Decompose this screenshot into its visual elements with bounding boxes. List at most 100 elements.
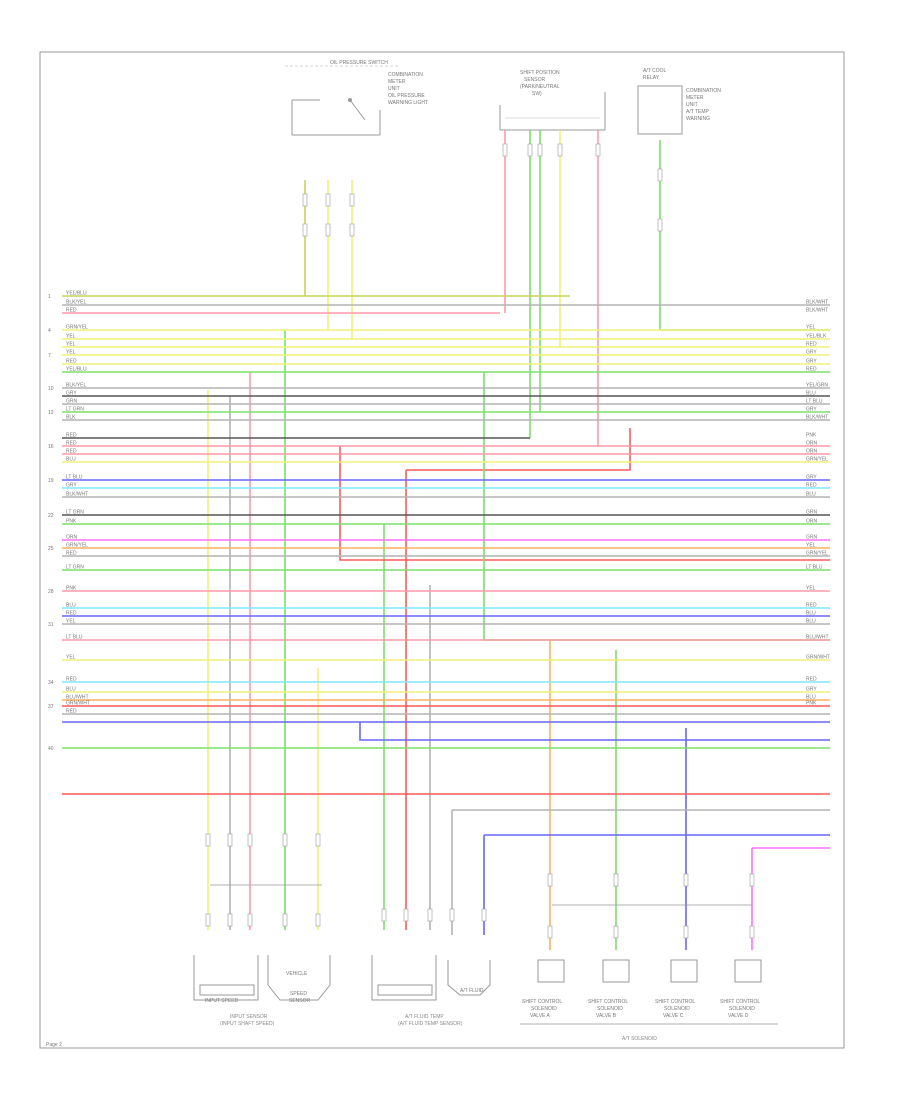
- right-wire-label: BLK/WHT: [806, 300, 828, 306]
- shift-sensor-title-2: SENSOR: [524, 77, 546, 83]
- left-wire-label: RED: [66, 441, 77, 447]
- relay-title-1: A/T COOL: [643, 68, 666, 74]
- connectors: [205, 143, 755, 939]
- right-wire-label: RED: [806, 367, 817, 373]
- page-number: Page 2: [46, 1042, 62, 1048]
- left-wire-labels: YEL/BLUBLK/YELREDGRN/YELYELYELYELREDYEL/…: [66, 291, 90, 715]
- right-wire-label: BLU: [806, 619, 816, 625]
- atf-sensor-label: A/T FLUID: [460, 988, 484, 994]
- pin-number: 19: [48, 478, 54, 484]
- wire-connector: [547, 925, 553, 939]
- left-wire-label: LT BLU: [66, 475, 83, 481]
- vss-label-1: VEHICLE: [286, 971, 308, 977]
- right-wire-label: GRN: [806, 510, 818, 516]
- right-wire-label: LT BLU: [806, 565, 823, 571]
- left-wire-label: BLK/WHT: [66, 492, 88, 498]
- pin-number: 13: [48, 410, 54, 416]
- solenoid-d-label-1: SHIFT CONTROL: [720, 999, 760, 1005]
- wire-connector: [227, 833, 233, 847]
- left-wire-label: GRY: [66, 483, 77, 489]
- wire-connector: [302, 223, 308, 237]
- shift-position-sensor[interactable]: SHIFT POSITION SENSOR (PARK/NEUTRAL SW): [499, 70, 606, 131]
- shift-solenoid-a[interactable]: SHIFT CONTROL SOLENOID VALVE A: [522, 959, 565, 1019]
- wire-connector: [325, 223, 331, 237]
- solenoid-group-title: A/T SOLENOID: [622, 1036, 657, 1042]
- wire-connector: [205, 913, 211, 927]
- left-wire-label: LT BLU: [66, 635, 83, 641]
- wire-connector: [325, 193, 331, 207]
- pin-number: 37: [48, 704, 54, 710]
- wire-connector: [537, 143, 543, 157]
- right-wire-label: GRY: [806, 475, 817, 481]
- right-wire-label: BLK/WHT: [806, 308, 828, 314]
- right-wire-label: YEL: [806, 325, 816, 331]
- left-wire-label: RED: [66, 551, 77, 557]
- pin-number: 22: [48, 513, 54, 519]
- left-wire-label: BLU/WHT: [66, 695, 89, 701]
- left-wire-label: RED: [66, 611, 77, 617]
- left-wire-label: BLU: [66, 457, 76, 463]
- left-wire-label: BLK/YEL: [66, 383, 87, 389]
- wire-connector: [247, 833, 253, 847]
- relay-note-4: A/T TEMP: [686, 109, 710, 115]
- vehicle-speed-sensor[interactable]: VEHICLE SPEED SENSOR: [267, 955, 331, 1004]
- right-wire-label: RED: [806, 342, 817, 348]
- left-wire-label: RED: [66, 449, 77, 455]
- solenoid-a-label-2: SOLENOID: [531, 1006, 557, 1012]
- at-cool-relay[interactable]: A/T COOL RELAY COMBINATION METER UNIT A/…: [637, 68, 721, 135]
- left-wire-label: ORN: [66, 535, 78, 541]
- left-wire-label: PNK: [66, 586, 77, 592]
- horizontal-wires: [62, 295, 830, 795]
- atf-temp-sensor[interactable]: A/T FLUID A/T FLUID TEMP (A/T FLUID TEMP…: [371, 955, 491, 1027]
- left-wire-label: GRN/YEL: [66, 543, 88, 549]
- right-wire-label: YEL/GRN: [806, 383, 828, 389]
- branch-wire: [406, 428, 631, 471]
- wire-connector: [227, 913, 233, 927]
- left-wire-label: GRN: [66, 399, 78, 405]
- right-wire-label: BLU/WHT: [806, 635, 829, 641]
- pin-number: 10: [48, 386, 54, 392]
- left-wire-label: RED: [66, 709, 77, 715]
- left-wire-label: LT GRN: [66, 510, 84, 516]
- solenoid-a-label-1: SHIFT CONTROL: [522, 999, 562, 1005]
- wire-connector: [502, 143, 508, 157]
- shift-solenoid-c[interactable]: SHIFT CONTROL SOLENOID VALVE C: [655, 959, 698, 1019]
- right-wire-label: GRY: [806, 687, 817, 693]
- relay-note-5: WARNING: [686, 116, 710, 122]
- pin-number: 16: [48, 444, 54, 450]
- right-wire-label: ORN: [806, 441, 818, 447]
- left-wire-label: BLU: [66, 603, 76, 609]
- oil-pressure-switch-title: OIL PRESSURE SWITCH: [330, 60, 388, 66]
- wire-connector: [749, 873, 755, 887]
- shift-solenoid-d[interactable]: SHIFT CONTROL SOLENOID VALVE D: [720, 959, 762, 1019]
- left-wire-label: YEL: [66, 655, 76, 661]
- left-wire-label: RED: [66, 359, 77, 365]
- right-wire-label: BLU: [806, 611, 816, 617]
- pin-number: 28: [48, 589, 54, 595]
- branch-wire: [339, 446, 830, 561]
- input-speed-sensor-label: INPUT SPEED: [205, 998, 239, 1004]
- relay-note-3: UNIT: [686, 102, 698, 108]
- shift-sensor-title-3: (PARK/NEUTRAL: [520, 84, 560, 90]
- right-wire-label: PNK: [806, 433, 817, 439]
- relay-note-1: COMBINATION: [686, 88, 721, 94]
- right-wire-label: BLK/WHT: [806, 415, 828, 421]
- right-wire-label: GRN/YEL: [806, 551, 828, 557]
- left-wire-label: YEL/BLU: [66, 291, 87, 297]
- right-wire-label: GRY: [806, 359, 817, 365]
- solenoid-b-label-3: VALVE B: [596, 1013, 617, 1019]
- pin-number: 31: [48, 622, 54, 628]
- right-wire-label: ORN: [806, 519, 818, 525]
- oil-pressure-switch[interactable]: OIL PRESSURE SWITCH COMBINATION METER UN…: [285, 60, 428, 136]
- input-speed-sensor[interactable]: INPUT SPEED: [193, 955, 259, 1004]
- wire-connector: [683, 925, 689, 939]
- left-wire-label: LT GRN: [66, 565, 84, 571]
- wire-connector: [349, 193, 355, 207]
- right-wire-label: GRN/YEL: [806, 457, 828, 463]
- shift-solenoid-b[interactable]: SHIFT CONTROL SOLENOID VALVE B: [588, 959, 630, 1019]
- oil-switch-note-1: COMBINATION: [388, 72, 423, 78]
- oil-switch-note-5: WARNING LIGHT: [388, 100, 428, 106]
- relay-title-2: RELAY: [643, 75, 660, 81]
